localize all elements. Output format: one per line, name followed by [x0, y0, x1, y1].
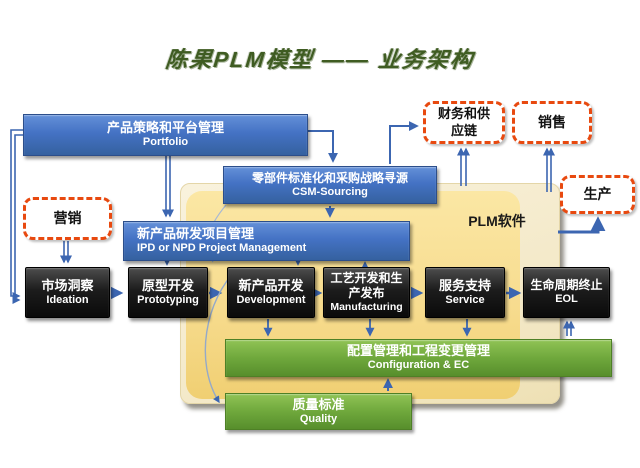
box-ideation-zh: 市场洞察 [41, 277, 94, 293]
box-manufacturing-zh: 工艺开发和生产发布 [330, 270, 403, 300]
box-manufacturing-en: Manufacturing [330, 300, 403, 313]
box-finance-supply-chain: 财务和供应链 [423, 101, 505, 144]
box-eol: 生命周期终止 EOL [523, 267, 610, 318]
box-prototyping-en: Prototyping [137, 293, 199, 306]
box-production: 生产 [560, 175, 635, 214]
box-development: 新产品开发 Development [227, 267, 315, 318]
connector-portfolio-to-ideation-outer [10, 129, 23, 300]
box-manufacturing: 工艺开发和生产发布 Manufacturing [323, 267, 410, 318]
box-sales: 销售 [512, 101, 592, 144]
box-service: 服务支持 Service [425, 267, 505, 318]
box-csm-en: CSM-Sourcing [292, 185, 368, 198]
box-development-en: Development [236, 293, 306, 306]
box-configuration-en: Configuration & EC [367, 359, 470, 372]
box-prototyping-zh: 原型开发 [141, 277, 194, 293]
plm-software-label: PLM软件 [468, 213, 526, 229]
box-prototyping: 原型开发 Prototyping [128, 267, 208, 318]
box-eol-en: EOL [555, 293, 578, 306]
box-marketing-zh: 营销 [53, 209, 82, 226]
box-ipd-zh: 新产品研发项目管理 [137, 226, 255, 241]
box-marketing: 营销 [23, 197, 112, 240]
box-quality: 质量标准 Quality [225, 393, 412, 430]
box-development-zh: 新产品开发 [238, 277, 304, 293]
box-service-en: Service [445, 293, 485, 306]
box-production-zh: 生产 [583, 185, 612, 202]
box-configuration-zh: 配置管理和工程变更管理 [346, 343, 490, 358]
box-portfolio-zh: 产品策略和平台管理 [106, 120, 224, 135]
box-ipd-en: IPD or NPD Project Management [137, 242, 307, 255]
box-ideation-en: Ideation [46, 293, 89, 306]
diagram-title: 陈果PLM模型 —— 业务架构 [164, 47, 476, 72]
box-csm-sourcing: 零部件标准化和采购战略寻源 CSM-Sourcing [223, 166, 437, 204]
box-portfolio: 产品策略和平台管理 Portfolio [23, 114, 308, 156]
box-ideation: 市场洞察 Ideation [25, 267, 110, 318]
box-configuration: 配置管理和工程变更管理 Configuration & EC [225, 339, 612, 377]
box-service-zh: 服务支持 [438, 277, 491, 293]
connector-panel-to-production [558, 216, 606, 234]
box-csm-zh: 零部件标准化和采购战略寻源 [251, 170, 408, 185]
box-quality-en: Quality [299, 412, 338, 425]
box-eol-zh: 生命周期终止 [530, 278, 603, 293]
connector-portfolio-to-csm [308, 130, 338, 163]
box-portfolio-en: Portfolio [142, 136, 189, 149]
box-finance-zh: 财务和供应链 [437, 106, 490, 138]
box-sales-zh: 销售 [538, 113, 566, 130]
connector-portfolio-to-ideation-inner [12, 134, 23, 304]
box-ipd: 新产品研发项目管理 IPD or NPD Project Management [123, 221, 410, 261]
connector-csm-to-finance [389, 121, 419, 164]
box-quality-zh: 质量标准 [292, 396, 345, 412]
